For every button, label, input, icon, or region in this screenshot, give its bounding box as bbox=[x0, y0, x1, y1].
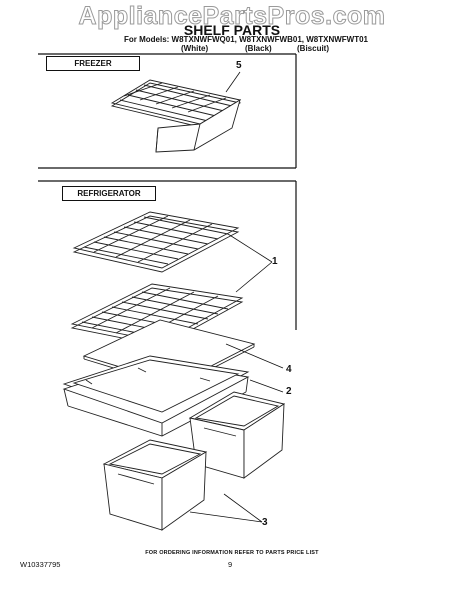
callout-2: 2 bbox=[286, 386, 292, 397]
leader-lines bbox=[189, 71, 284, 523]
watermark-text: AppliancePartsPros.com bbox=[78, 2, 386, 31]
color-label-black: (Black) bbox=[245, 44, 272, 53]
page-number: 9 bbox=[228, 560, 233, 569]
callout-5: 5 bbox=[236, 60, 242, 71]
freezer-section-frame bbox=[38, 53, 297, 169]
document-number: W10337795 bbox=[20, 560, 61, 569]
freezer-section-label: FREEZER bbox=[46, 56, 140, 71]
color-label-white: (White) bbox=[181, 44, 209, 53]
color-label-biscuit: (Biscuit) bbox=[297, 44, 329, 53]
page-title: SHELF PARTS bbox=[183, 22, 281, 38]
refrigerator-section-label: REFRIGERATOR bbox=[62, 186, 156, 201]
models-line: For Models: W8TXNWFWQ01, W8TXNWFWB01, W8… bbox=[124, 35, 368, 44]
refrigerator-wire-shelf-upper bbox=[72, 211, 240, 273]
crisper-drawer-left bbox=[102, 439, 208, 531]
callout-1: 1 bbox=[272, 256, 278, 267]
ordering-info-footer: FOR ORDERING INFORMATION REFER TO PARTS … bbox=[145, 550, 319, 556]
freezer-wire-shelf bbox=[110, 79, 242, 153]
crisper-cover-frame bbox=[62, 355, 250, 437]
callout-4: 4 bbox=[286, 364, 292, 375]
refrigerator-section-frame bbox=[38, 180, 297, 330]
callout-3: 3 bbox=[262, 517, 268, 528]
